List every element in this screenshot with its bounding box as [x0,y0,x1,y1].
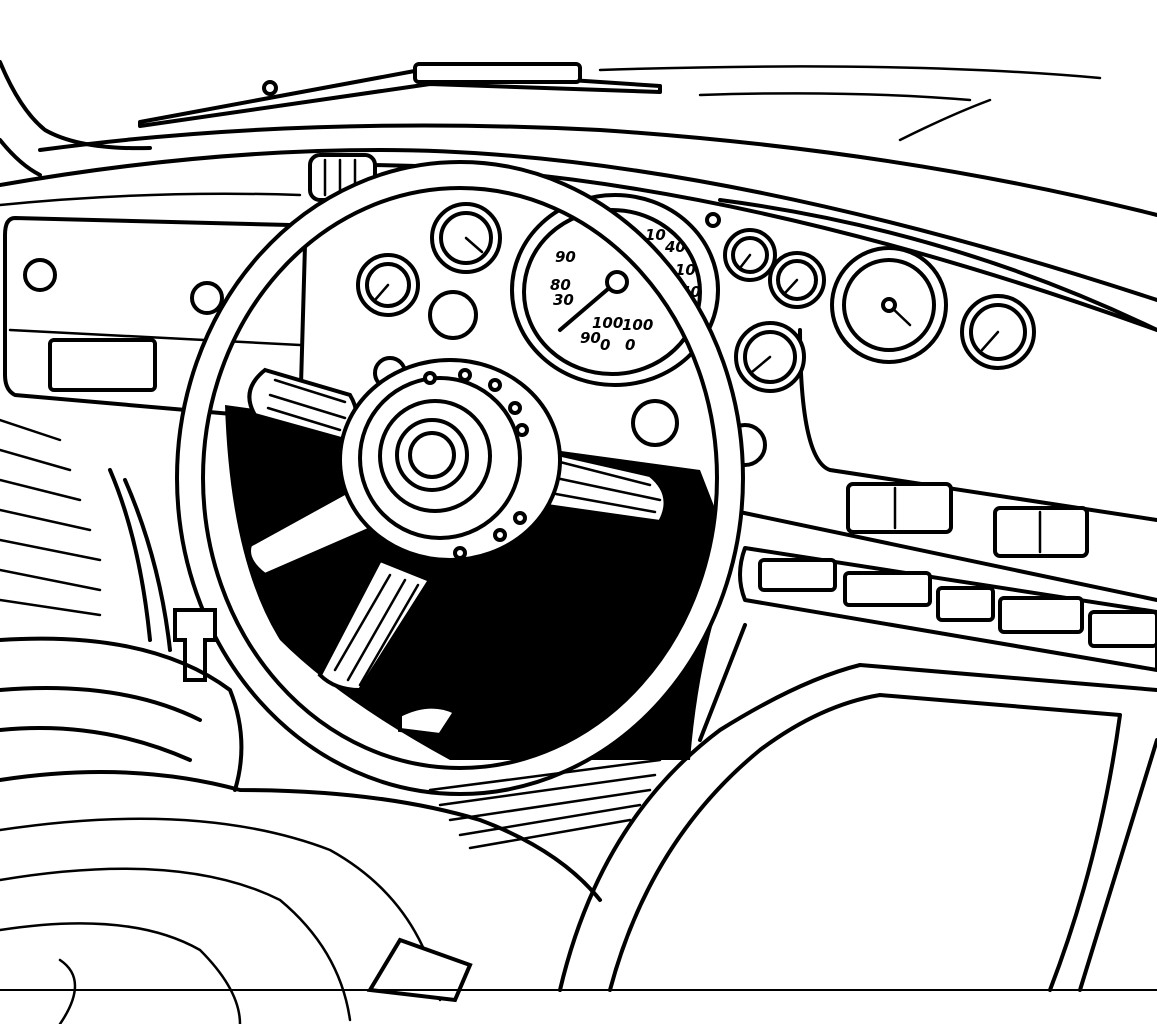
horn-button[interactable] [395,418,469,492]
steering-spoke-left [247,367,359,443]
glovebox-slot [48,338,157,392]
horn-hub [338,358,562,562]
gauge-top [430,202,502,274]
dash-knob [631,399,679,447]
speed-label: 0 [625,336,635,354]
gauge-far-right [960,294,1036,370]
indicator-dot [705,212,721,228]
pedal [398,704,458,738]
speed-label: 90 [580,329,601,347]
air-vents [738,546,1157,672]
tach-label: 40 [664,238,686,256]
passenger-seat [0,623,1157,992]
switch-block-1 [846,482,953,534]
speedometer: 90 80 30 100 100 90 0 0 10 40 10 40 [510,193,720,387]
left-knob [23,258,57,292]
speedometer-needle [558,281,617,332]
seat-belt-buckle [366,937,473,1003]
speed-label: 80 [550,276,571,294]
left-door [0,418,172,652]
speed-label: 30 [553,291,574,309]
speed-label: 100 [622,316,653,334]
gauge-right-1 [723,228,777,282]
steering-wheel [175,160,745,796]
speed-label: 100 [592,314,623,332]
windshield-frame [0,60,1102,177]
driver-seat [0,636,602,1024]
steering-spoke-bottom [317,557,433,693]
speed-label: 90 [555,248,576,266]
windshield-wiper [138,62,662,128]
gauge-clock [830,246,948,364]
spoke-lower-left [247,487,384,578]
gauge-right-2 [768,251,826,309]
left-dash-panel [3,216,307,422]
left-knob-2 [190,281,224,315]
tach-label: 10 [675,261,696,279]
tach-label: 10 [645,226,666,244]
gauge-left [356,253,420,317]
speed-label: 0 [600,336,610,354]
gauge-lower [734,321,806,393]
gauge-small-blank [428,290,478,340]
